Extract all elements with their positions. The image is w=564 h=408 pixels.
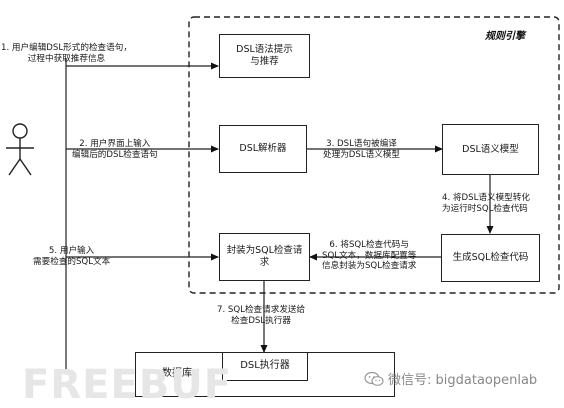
freebuf-watermark: FREEBUF <box>22 362 233 408</box>
step2-label: 2. 用户界面上输入 编辑后的DSL检查语句 <box>72 139 158 160</box>
user-actor-icon <box>6 123 34 176</box>
dsl-syntax-hint-box: DSL语法提示 与推荐 <box>219 34 310 78</box>
dsl-semantic-model-box: DSL语义模型 <box>442 124 539 175</box>
wechat-icon <box>364 371 384 386</box>
wechat-watermark: 微信号: bigdataopenlab <box>364 369 537 388</box>
step6-label: 6. 将SQL检查代码与 SQL文本，数据库配置等 信息封装为SQL检查请求 <box>322 240 417 272</box>
step4-label: 4. 将DSL语义模型转化 为运行时SQL检查代码 <box>442 193 530 214</box>
dsl-executor-box: DSL执行器 <box>222 352 308 381</box>
step1-label: 1. 用户编辑DSL形式的检查语句， 过程中获取推荐信息 <box>1 43 132 64</box>
rule-engine-title: 规则引擎 <box>485 31 525 42</box>
rule-engine-region <box>188 16 560 294</box>
step5-label: 5. 用户输入 需要检查的SQL文本 <box>33 246 111 267</box>
wechat-id-text: 微信号: bigdataopenlab <box>388 373 538 388</box>
step3-label: 3. DSL语句被编译 处理为DSL语义模型 <box>323 139 401 160</box>
dsl-parser-box: DSL解析器 <box>219 125 307 173</box>
database-label: 数据库 <box>162 368 192 379</box>
step7-label: 7. SQL检查请求发送给 检查DSL执行器 <box>217 305 306 326</box>
generate-sql-code-box: 生成SQL检查代码 <box>441 234 540 282</box>
encapsulate-sql-request-box: 封装为SQL检查请 求 <box>219 233 310 281</box>
